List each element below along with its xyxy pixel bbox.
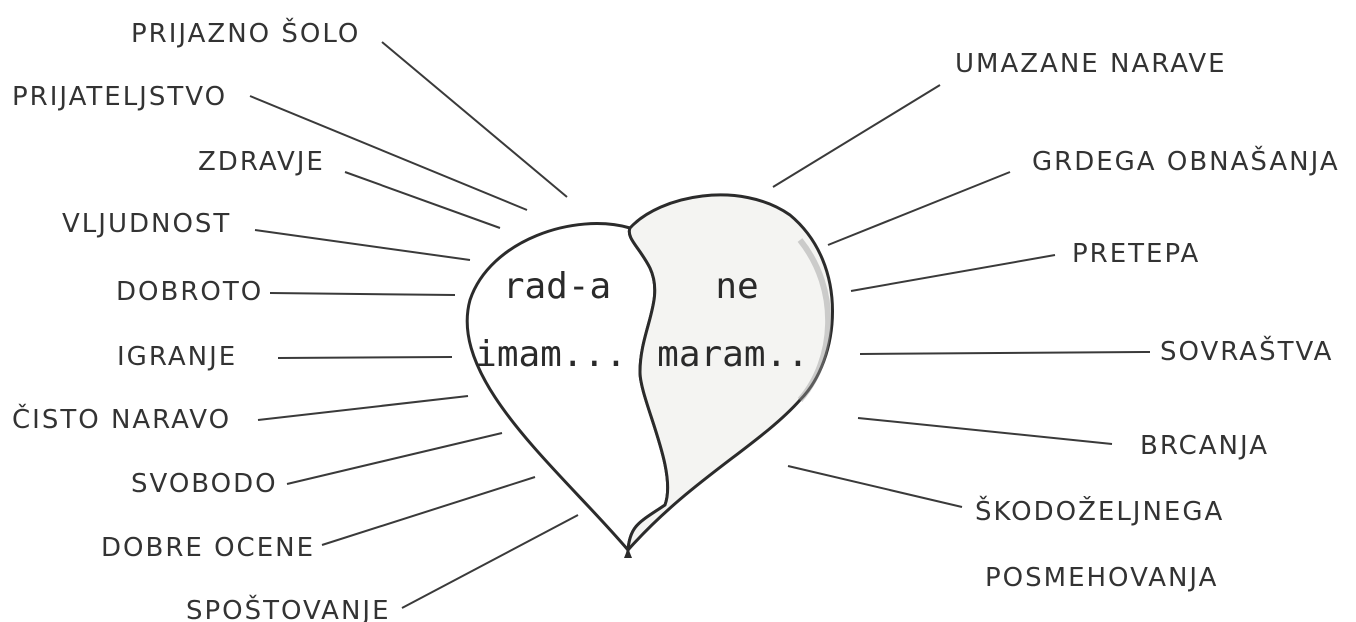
dislike-label-dirty-nature: UMAZANE NARAVE (955, 49, 1227, 79)
heart-left-line2: imam... (475, 334, 627, 375)
dislike-label-ugly-behaviour: GRDEGA OBNAŠANJA (1032, 145, 1340, 177)
connector-line-dislike-5 (858, 418, 1112, 444)
connector-line-dislike-2 (828, 172, 1010, 245)
connector-line-like-6 (278, 357, 452, 358)
connector-line-like-4 (255, 230, 470, 260)
like-label-friendly-school: PRIJAZNO ŠOLO (131, 17, 360, 49)
like-label-freedom: SVOBODO (131, 469, 278, 499)
connector-line-dislike-6 (788, 466, 962, 507)
connector-line-like-7 (258, 396, 468, 420)
connector-line-like-10 (402, 515, 578, 608)
heart-tip (624, 548, 632, 558)
connector-line-like-9 (322, 477, 535, 545)
dislike-label-mocking: POSMEHOVANJA (985, 563, 1218, 593)
like-label-politeness: VLJUDNOST (62, 209, 231, 239)
dislike-label-kicking: BRCANJA (1140, 431, 1269, 461)
like-label-friendship: PRIJATELJSTVO (12, 82, 227, 112)
connector-line-like-5 (270, 293, 455, 295)
like-label-clean-nature: ČISTO NARAVO (12, 403, 231, 435)
like-label-respect: SPOŠTOVANJE (186, 594, 391, 622)
heart-right-line2: maram.. (657, 334, 809, 375)
connector-line-dislike-4 (860, 352, 1150, 354)
connector-line-dislike-3 (851, 255, 1055, 291)
like-label-playing: IGRANJE (117, 342, 237, 372)
like-label-health: ZDRAVJE (198, 147, 325, 177)
connector-line-dislike-1 (773, 85, 940, 187)
like-label-kindness: DOBROTO (116, 277, 263, 307)
heart-right-line1: ne (715, 266, 758, 307)
connector-line-like-3 (345, 172, 500, 228)
dislike-label-fighting: PRETEPA (1072, 239, 1200, 269)
dislike-label-hatred: SOVRAŠTVA (1160, 335, 1333, 367)
connector-line-like-8 (287, 433, 502, 484)
dislike-label-malicious: ŠKODOŽELJNEGA (975, 495, 1224, 527)
heart-left-line1: rad-a (503, 266, 611, 307)
like-label-good-grades: DOBRE OCENE (101, 533, 315, 563)
connector-line-like-1 (382, 42, 567, 197)
